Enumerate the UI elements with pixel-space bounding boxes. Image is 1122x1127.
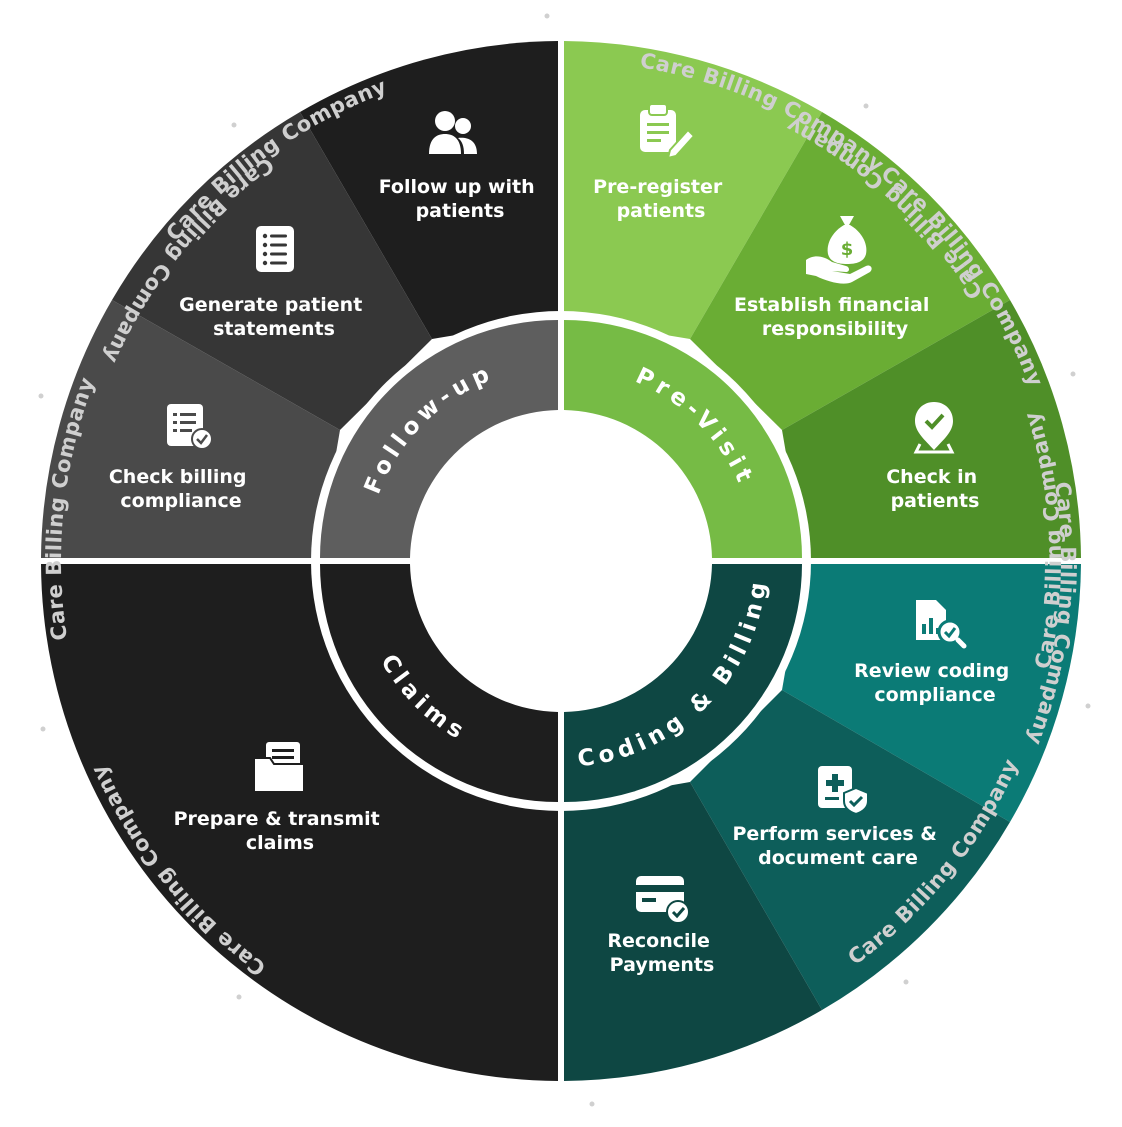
folder-documents-icon (253, 742, 305, 793)
step-preregister-label: Pre-register patients (593, 176, 729, 222)
step-check-billing-label: Check billing compliance (109, 466, 253, 512)
checklist-check-icon (167, 404, 213, 450)
segment-establish-financial (690, 112, 1010, 430)
money-bag-hand-icon: $ (806, 216, 872, 284)
phase-previsit-band (564, 320, 802, 558)
segment-preregister (564, 41, 822, 339)
users-icon (429, 111, 477, 154)
step-check-in-label: Check in patients (886, 466, 984, 512)
step-generate-statements-label: Generate patient statements (179, 294, 369, 340)
step-follow-up-patients-label: Follow up with patients (379, 176, 542, 222)
phase-coding-band (564, 564, 802, 802)
segment-review-coding (782, 564, 1081, 822)
segment-perform-services (690, 690, 1010, 1010)
step-review-coding-label: Review coding compliance (854, 660, 1016, 706)
medical-document-shield-icon (818, 766, 869, 816)
watermark-dots (38, 13, 1091, 1107)
phase-followup-band (320, 320, 558, 558)
segment-reconcile (564, 782, 822, 1081)
phase-claims-band (320, 564, 558, 802)
center-circle (411, 411, 711, 711)
location-check-icon (913, 402, 955, 454)
chart-search-icon (916, 600, 967, 649)
step-perform-services-label: Perform services & document care (732, 823, 943, 869)
step-prepare-claims-label: Prepare & transmit claims (174, 808, 387, 854)
step-reconcile-label: Reconcile Payments (607, 930, 716, 976)
list-document-icon (256, 226, 294, 272)
step-establish-financial-label: Establish financial responsibility (734, 294, 936, 340)
svg-text:$: $ (841, 239, 854, 260)
card-check-icon (636, 876, 690, 924)
segment-follow-up-patients (300, 41, 558, 339)
segment-prepare-claims (41, 564, 558, 1081)
clipboard-pen-icon (640, 103, 696, 160)
phase-ring (320, 320, 802, 802)
